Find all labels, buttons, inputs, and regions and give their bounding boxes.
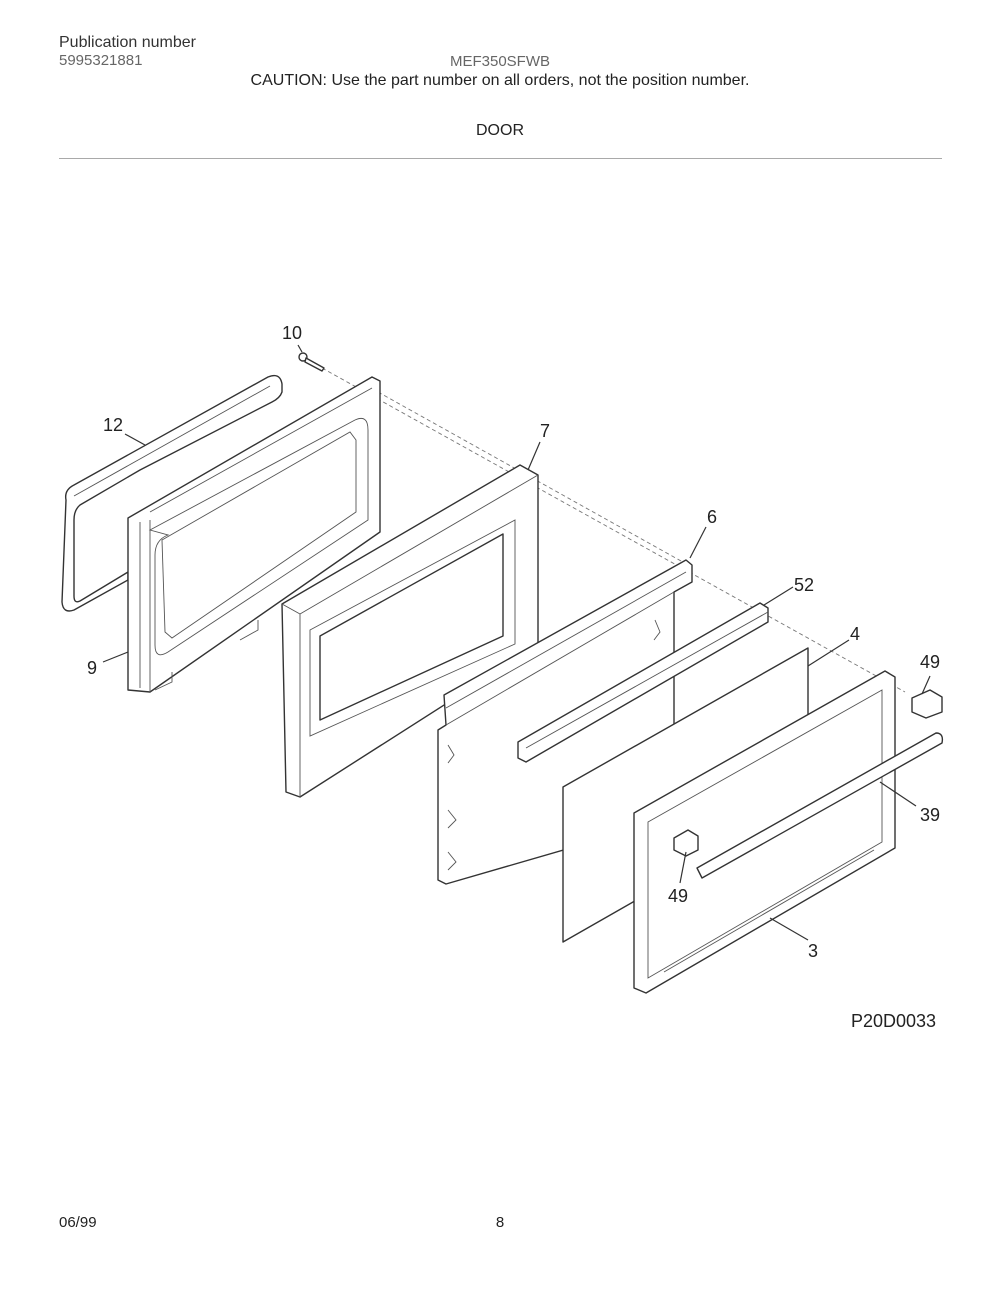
publication-number: 5995321881 xyxy=(59,52,143,69)
section-title: DOOR xyxy=(476,122,524,139)
caution-note: CAUTION: Use the part number on all orde… xyxy=(250,72,750,89)
callout-49-right: 49 xyxy=(920,652,940,672)
diagram-code: P20D0033 xyxy=(851,1011,937,1031)
callout-49-left: 49 xyxy=(668,886,688,906)
callout-39: 39 xyxy=(920,805,940,825)
callout-10: 10 xyxy=(282,323,302,343)
callout-7: 7 xyxy=(540,421,550,441)
part-52-channel xyxy=(517,602,769,763)
part-49-clip-right xyxy=(911,689,943,719)
part-39-rod xyxy=(696,732,944,879)
callout-12: 12 xyxy=(103,415,123,435)
callout-6: 6 xyxy=(707,507,717,527)
footer-date: 06/99 xyxy=(59,1214,97,1231)
callout-3: 3 xyxy=(808,941,818,961)
model-number: MEF350SFWB xyxy=(449,53,551,70)
part-7-outer-panel xyxy=(281,464,539,798)
part-49-clip-left xyxy=(673,829,699,857)
part-9-inner-liner xyxy=(127,376,381,693)
callout-4: 4 xyxy=(850,624,860,644)
page-number: 8 xyxy=(495,1214,505,1231)
part-12-gasket xyxy=(61,374,283,612)
callout-9: 9 xyxy=(87,658,97,678)
part-10-screw xyxy=(298,352,325,372)
callout-52: 52 xyxy=(794,575,814,595)
header-divider xyxy=(59,158,942,159)
publication-label: Publication number xyxy=(59,34,196,51)
leader-lines xyxy=(102,344,931,941)
